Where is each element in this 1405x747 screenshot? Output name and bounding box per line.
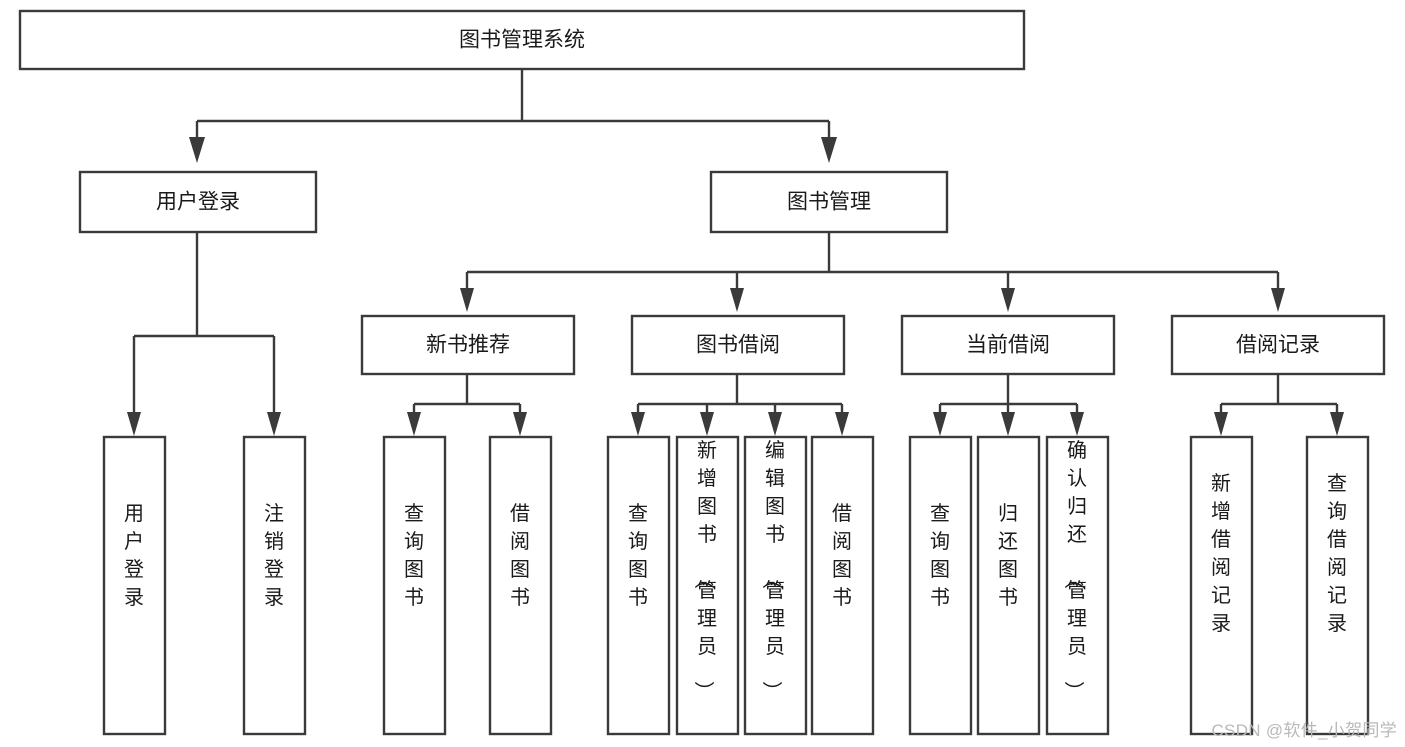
leaf-query-book-3-box[interactable] [908, 435, 973, 736]
node-borrow-record[interactable]: 借阅记录 [1170, 314, 1386, 376]
leaf-node-add-record[interactable]: 新增借阅记录 [1189, 435, 1254, 736]
leaf-node-edit-book[interactable]: 编辑图书（管理员） [743, 435, 808, 736]
leaf-query-record-box[interactable] [1305, 435, 1370, 736]
arrow-head-current-borrow [1001, 288, 1015, 312]
leaf-node-query-record[interactable]: 查询借阅记录 [1305, 435, 1370, 736]
arrow-head-leaf-query-record [1330, 412, 1344, 436]
arrow-head-leaf-borrow-book-2 [835, 412, 849, 436]
arrow-head-new-book-recommend [460, 288, 474, 312]
arrow-head-leaf-user-login [127, 412, 141, 436]
arrow-head-leaf-add-record [1214, 412, 1228, 436]
leaf-node-logout[interactable]: 注销登录 [242, 435, 307, 736]
leaf-confirm-return-box[interactable] [1045, 435, 1110, 736]
csdn-watermark: CSDN @软件_小贺同学 [1211, 721, 1397, 740]
leaf-borrow-book-2-box[interactable] [810, 435, 875, 736]
leaf-query-book-1-label: 查询图书 [404, 502, 424, 609]
node-book-borrow[interactable]: 图书借阅 [630, 314, 846, 376]
leaf-add-book-label: 新增图书（管理员） [692, 439, 717, 701]
leaf-node-confirm-return[interactable]: 确认归还（管理员） [1045, 435, 1110, 736]
leaf-node-borrow-book-2[interactable]: 借阅图书 [810, 435, 875, 736]
node-new-book-recommend[interactable]: 新书推荐 [360, 314, 576, 376]
leaf-node-user-login[interactable]: 用户登录 [102, 435, 167, 736]
arrow-head-leaf-edit-book [768, 412, 782, 436]
leaf-node-query-book-1[interactable]: 查询图书 [382, 435, 447, 736]
node-root-label: 图书管理系统 [459, 29, 585, 52]
connector-group-new-book-to-leaves [407, 375, 527, 436]
leaf-node-return-book[interactable]: 归还图书 [976, 435, 1041, 736]
arrow-head-book-manage [821, 137, 837, 163]
leaf-return-book-box[interactable] [976, 435, 1041, 736]
leaf-user-login-label: 用户登录 [124, 503, 144, 609]
node-user-login-box[interactable] [78, 170, 318, 234]
node-current-borrow[interactable]: 当前借阅 [900, 314, 1116, 376]
leaf-query-book-2-box[interactable] [606, 435, 671, 736]
leaf-node-query-book-3[interactable]: 查询图书 [908, 435, 973, 736]
leaf-return-book-label: 归还图书 [998, 502, 1018, 609]
node-borrow-record-label: 借阅记录 [1236, 334, 1320, 357]
arrow-head-leaf-add-book [700, 412, 714, 436]
node-book-borrow-label: 图书借阅 [696, 334, 780, 357]
connector-group-current-borrow-to-leaves [933, 375, 1084, 436]
leaf-add-record-label: 新增借阅记录 [1211, 472, 1231, 635]
leaf-node-borrow-book-1[interactable]: 借阅图书 [488, 435, 553, 736]
node-root-box[interactable] [18, 9, 1026, 71]
node-new-book-recommend-box[interactable] [360, 314, 576, 376]
node-user-login-label: 用户登录 [156, 191, 240, 214]
connector-group-root-to-level1 [189, 69, 837, 163]
arrow-head-leaf-query-book-1 [407, 412, 421, 436]
leaf-edit-book-label: 编辑图书（管理员） [760, 439, 785, 701]
leaf-add-book-box[interactable] [675, 435, 740, 736]
arrow-head-borrow-record [1271, 288, 1285, 312]
leaf-add-record-box[interactable] [1189, 435, 1254, 736]
leaf-borrow-book-1-box[interactable] [488, 435, 553, 736]
node-book-manage[interactable]: 图书管理 [709, 170, 949, 234]
leaf-query-book-3-label: 查询图书 [930, 502, 950, 609]
leaf-query-record-label: 查询借阅记录 [1327, 472, 1347, 635]
leaf-logout-label: 注销登录 [264, 502, 284, 609]
arrow-head-book-borrow [730, 288, 744, 312]
node-book-manage-box[interactable] [709, 170, 949, 234]
connector-group-borrow-record-to-leaves [1214, 375, 1344, 436]
arrow-head-leaf-query-book-2 [631, 412, 645, 436]
arrow-head-leaf-logout [267, 412, 281, 436]
leaf-query-book-2-label: 查询图书 [628, 502, 648, 609]
node-user-login[interactable]: 用户登录 [78, 170, 318, 234]
arrow-head-leaf-return-book [1001, 412, 1015, 436]
leaf-query-book-1-box[interactable] [382, 435, 447, 736]
connector-group-user-login-to-leaves [127, 233, 281, 436]
leaf-borrow-book-1-label: 借阅图书 [510, 502, 530, 609]
leaf-node-add-book[interactable]: 新增图书（管理员） [675, 435, 740, 736]
node-root[interactable]: 图书管理系统 [18, 9, 1026, 71]
node-current-borrow-label: 当前借阅 [966, 334, 1050, 357]
arrow-head-leaf-query-book-3 [933, 412, 947, 436]
connector-group-book-manage-to-level2 [460, 233, 1285, 312]
leaf-logout-box[interactable] [242, 435, 307, 736]
leaf-user-login-box[interactable] [102, 435, 167, 736]
arrow-head-leaf-borrow-book-1 [513, 412, 527, 436]
node-current-borrow-box[interactable] [900, 314, 1116, 376]
arrow-head-user-login [189, 137, 205, 163]
arrow-head-leaf-confirm-return [1070, 412, 1084, 436]
node-book-manage-label: 图书管理 [787, 191, 871, 214]
leaf-borrow-book-2-label: 借阅图书 [832, 502, 852, 609]
node-new-book-recommend-label: 新书推荐 [426, 334, 510, 357]
node-borrow-record-box[interactable] [1170, 314, 1386, 376]
leaf-confirm-return-label: 确认归还（管理员） [1062, 439, 1087, 701]
leaf-node-query-book-2[interactable]: 查询图书 [606, 435, 671, 736]
node-book-borrow-box[interactable] [630, 314, 846, 376]
leaf-edit-book-box[interactable] [743, 435, 808, 736]
connector-group-book-borrow-to-leaves [631, 375, 849, 436]
